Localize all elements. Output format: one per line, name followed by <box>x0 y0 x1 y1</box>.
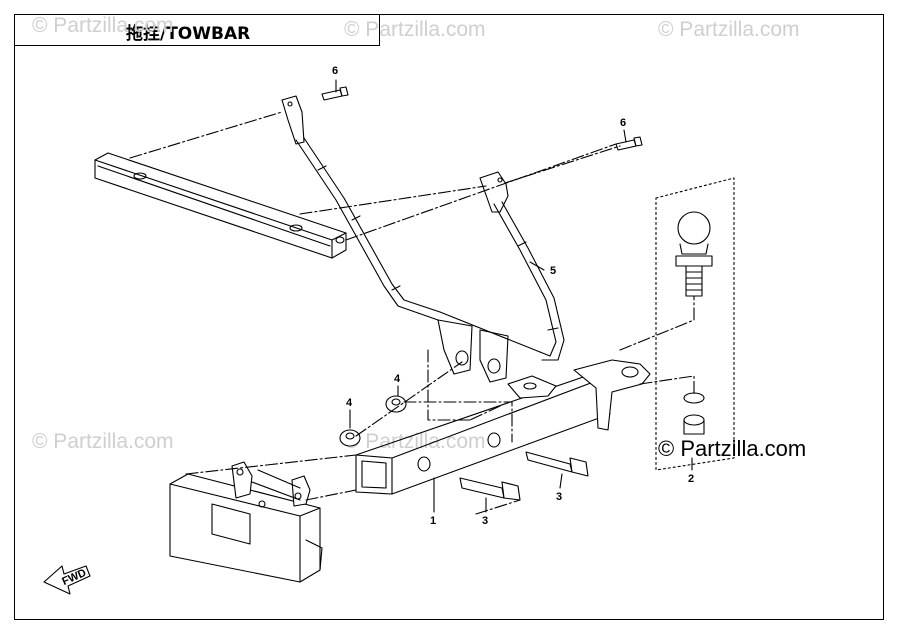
callout-1: 1 <box>430 515 436 527</box>
callout-6: 6 <box>620 117 626 129</box>
callout-4: 4 <box>394 373 401 385</box>
watermark: © Partzilla.com <box>32 14 174 37</box>
alignment-lines <box>129 111 695 515</box>
callout-2: 2 <box>688 473 694 485</box>
callout-3: 3 <box>482 515 488 527</box>
diagram-frame <box>14 14 884 620</box>
watermark: © Partzilla.com <box>658 18 800 41</box>
fwd-arrow <box>43 565 91 595</box>
bolt-part-3 <box>459 451 589 501</box>
callout-3: 3 <box>556 491 562 503</box>
watermark: © Partzilla.com <box>32 430 174 453</box>
callout-5: 5 <box>550 265 556 277</box>
receiver-tube <box>355 359 651 495</box>
title-box <box>14 14 380 46</box>
leader-lines <box>335 79 693 513</box>
diagram-title: 拖挂/TOWBAR <box>126 24 251 44</box>
brand-watermark: © Partzilla.com <box>658 436 807 461</box>
upper-frame <box>281 95 565 383</box>
upper-cross-tube <box>94 152 347 259</box>
front-bracket <box>169 461 323 583</box>
callout-4: 4 <box>346 397 353 409</box>
nut-part-4 <box>339 395 407 447</box>
callout-6: 6 <box>332 65 338 77</box>
watermark: © Partzilla.com <box>344 18 486 41</box>
fwd-label: FWD <box>60 567 88 588</box>
hitch-ball <box>655 177 735 471</box>
bolt-part-6 <box>321 86 643 151</box>
